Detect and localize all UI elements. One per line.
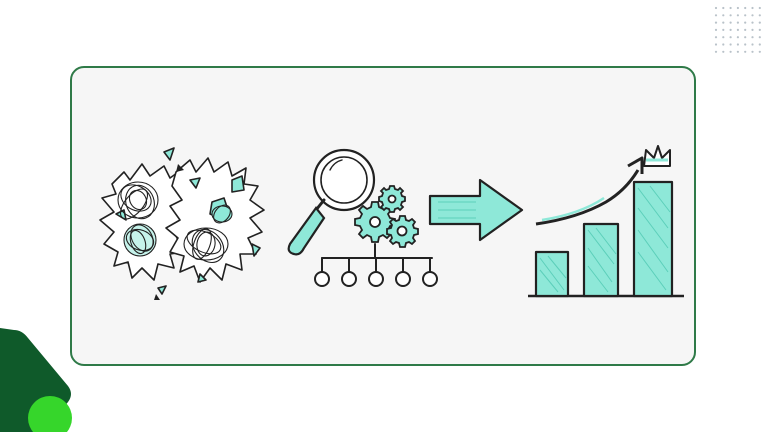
grid-dot bbox=[744, 14, 747, 17]
grid-dot bbox=[714, 43, 718, 46]
grid-dot bbox=[751, 43, 754, 46]
grid-dot bbox=[758, 21, 761, 24]
grid-dot bbox=[758, 50, 761, 53]
grid-dot bbox=[722, 14, 725, 17]
grid-dot bbox=[736, 50, 739, 53]
grid-dot bbox=[751, 36, 754, 39]
grid-dot bbox=[722, 36, 725, 39]
grid-dot bbox=[744, 21, 747, 24]
chaos-scribble-icon bbox=[99, 147, 265, 300]
grid-dot bbox=[758, 28, 761, 31]
grid-dot bbox=[729, 28, 732, 31]
illustration-card bbox=[70, 66, 696, 366]
grid-dot bbox=[714, 36, 718, 39]
grid-dot bbox=[736, 6, 739, 10]
dot-grid-decoration bbox=[714, 6, 761, 53]
grid-dot bbox=[722, 21, 725, 24]
grid-dot bbox=[744, 6, 747, 10]
grid-dot bbox=[714, 6, 718, 10]
grid-dot bbox=[714, 50, 718, 53]
grid-dot bbox=[729, 43, 732, 46]
grid-dot bbox=[736, 36, 739, 39]
grid-dot bbox=[736, 21, 739, 24]
grid-dot bbox=[736, 14, 739, 17]
grid-dot bbox=[714, 14, 718, 17]
grid-dot bbox=[758, 36, 761, 39]
grid-dot bbox=[714, 28, 718, 31]
grid-dot bbox=[729, 36, 732, 39]
crown-icon bbox=[643, 145, 671, 167]
grid-dot bbox=[744, 43, 747, 46]
arrow-right-icon bbox=[428, 178, 524, 242]
grid-dot bbox=[758, 6, 761, 10]
grid-dot bbox=[736, 43, 739, 46]
bar-large bbox=[632, 180, 674, 298]
bar-medium bbox=[582, 222, 620, 298]
grid-dot bbox=[736, 28, 739, 31]
grid-dot bbox=[751, 50, 754, 53]
grid-dot bbox=[729, 50, 732, 53]
grid-dot bbox=[758, 43, 761, 46]
grid-dot bbox=[751, 28, 754, 31]
grid-dot bbox=[729, 6, 732, 10]
grid-dot bbox=[751, 14, 754, 17]
corner-bright-green-circle bbox=[28, 396, 72, 432]
grid-dot bbox=[722, 50, 725, 53]
grid-dot bbox=[744, 28, 747, 31]
grid-dot bbox=[729, 21, 732, 24]
process-illustration bbox=[99, 145, 684, 300]
grid-dot bbox=[714, 21, 718, 24]
growth-bar-chart-icon bbox=[528, 145, 684, 298]
grid-dot bbox=[729, 14, 732, 17]
analysis-magnifier-gears-icon bbox=[287, 148, 438, 287]
grid-dot bbox=[744, 50, 747, 53]
grid-dot bbox=[722, 6, 725, 10]
grid-dot bbox=[751, 6, 754, 10]
grid-dot bbox=[744, 36, 747, 39]
grid-dot bbox=[758, 14, 761, 17]
corner-dark-green-shape bbox=[0, 328, 71, 432]
grid-dot bbox=[722, 43, 725, 46]
grid-dot bbox=[722, 28, 725, 31]
grid-dot bbox=[751, 21, 754, 24]
